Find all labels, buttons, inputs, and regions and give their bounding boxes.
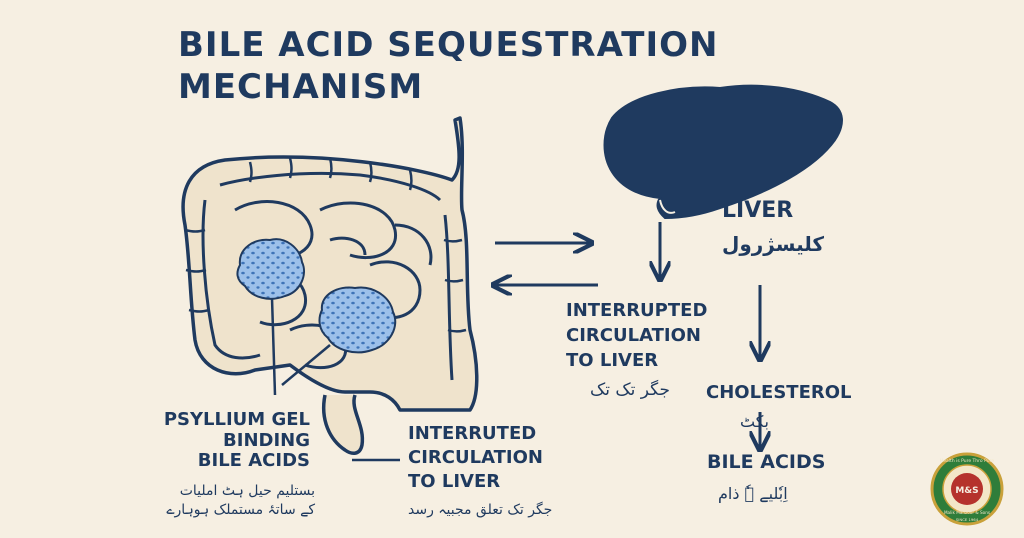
liver-illustration <box>603 84 843 220</box>
title-line-1: BILE ACID SEQUESTRATION <box>178 25 719 65</box>
interruted-line-2: CIRCULATION <box>408 447 543 468</box>
liver-label: LIVER <box>722 198 794 223</box>
interrupted-label: INTERRUPTED CIRCULATION TO LIVER <box>566 298 707 373</box>
psyllium-line-2: BINDING <box>223 429 310 451</box>
gel-blob-2 <box>318 286 397 354</box>
gel-blob-1 <box>236 238 305 300</box>
page-title: BILE ACID SEQUESTRATION MECHANISM <box>178 24 718 108</box>
logo-ring-text: Health is Pure Thro Pure <box>940 458 994 464</box>
psyllium-urdu-label: بستلیم حیل ہٹ املیات کے ساتۂ مستملک ہوہا… <box>130 482 315 520</box>
interruted-urdu-label: جگر تک تعلق مجبیہ رسد <box>408 502 553 518</box>
bile-acids-urdu-label: اِبٗلیے ہٗ ذام <box>718 484 788 503</box>
title-line-2: MECHANISM <box>178 67 424 107</box>
colon <box>181 116 479 412</box>
interrupted-line-1: INTERRUPTED <box>566 300 708 321</box>
logo-brand-text: Malik Manzoor & Sons <box>944 510 990 515</box>
psyllium-urdu-line-1: بستلیم حیل ہٹ املیات <box>179 483 315 499</box>
interruted-line-3: TO LIVER <box>408 471 501 492</box>
interrupted-line-2: CIRCULATION <box>566 325 701 346</box>
bile-acids-label: BILE ACIDS <box>707 451 826 473</box>
brand-logo: M&S Health is Pure Thro Pure Malik Manzo… <box>930 452 1004 526</box>
psyllium-gel-clusters <box>236 238 397 354</box>
psyllium-label: PSYLLIUM GEL BINDING BILE ACIDS <box>150 409 310 472</box>
interrupted-urdu-label: جگر تک تک <box>590 380 670 400</box>
interruted-line-1: INTERRUTED <box>408 423 537 444</box>
logo-since-text: SINCE 1964 <box>956 517 979 522</box>
cholesterol-urdu-label: بکٹ <box>740 412 769 431</box>
liver-urdu-label: کلیسژرول <box>722 232 825 256</box>
cholesterol-label: CHOLESTEROL <box>706 382 852 403</box>
logo-monogram: M&S <box>955 486 978 496</box>
psyllium-line-1: PSYLLIUM GEL <box>163 409 310 430</box>
interrupted-line-3: TO LIVER <box>566 350 659 371</box>
rectum <box>322 394 365 455</box>
interruted-label: INTERRUTED CIRCULATION TO LIVER <box>408 422 543 494</box>
psyllium-line-3: BILE ACIDS <box>197 450 310 472</box>
intestine-illustration <box>181 116 479 455</box>
psyllium-urdu-line-2: کے ساتۂ مستملک ہوہارے <box>166 502 315 518</box>
